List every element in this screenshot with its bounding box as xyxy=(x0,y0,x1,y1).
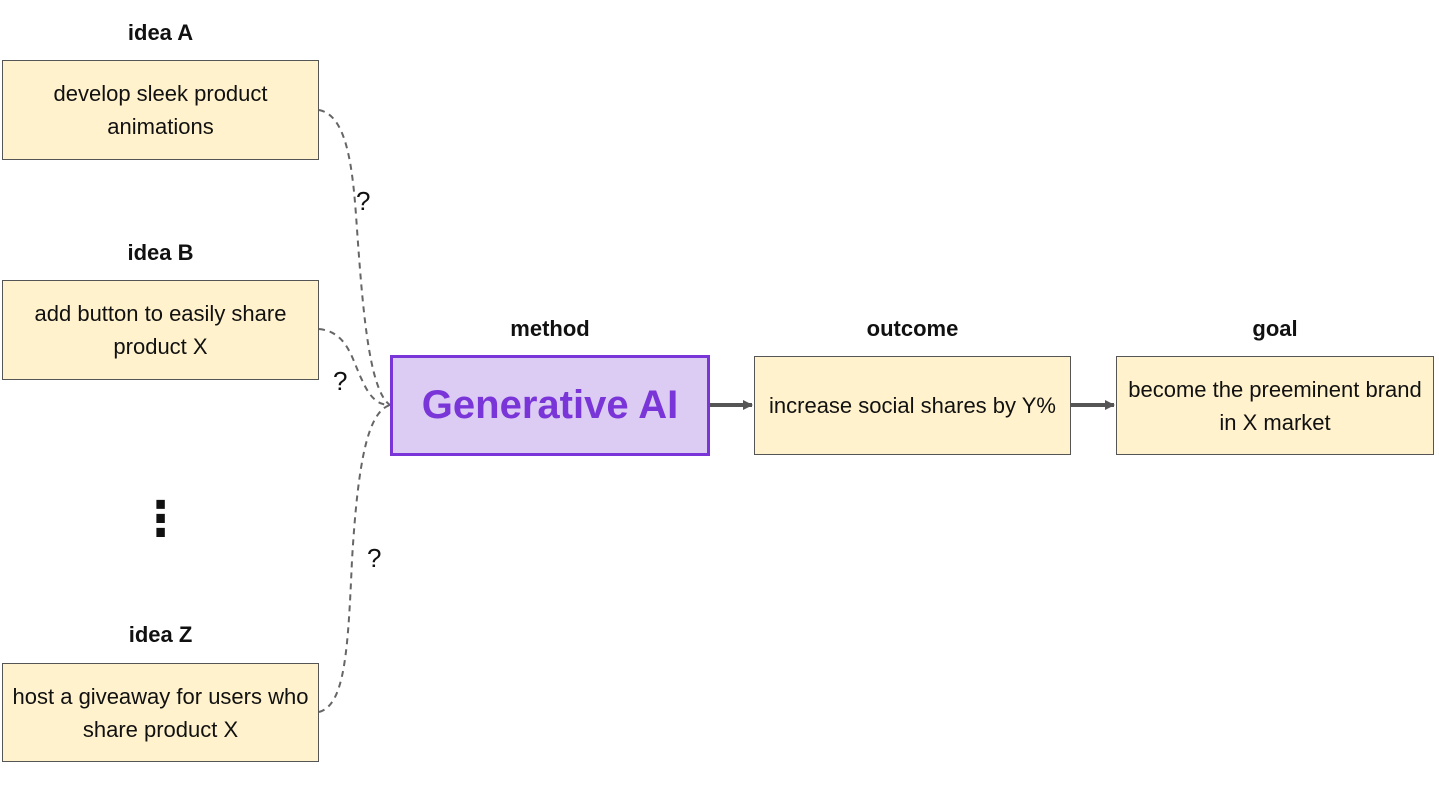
goal-label: goal xyxy=(1252,316,1298,341)
question-mark-z: ? xyxy=(367,543,382,573)
idea-b-label: idea B xyxy=(127,240,194,265)
idea-a-text: develop sleek product animations xyxy=(53,81,268,139)
idea-z-box: host a giveaway for users who share prod… xyxy=(2,663,319,762)
connector-idea-z xyxy=(318,404,391,713)
outcome-label: outcome xyxy=(866,316,959,341)
method-text: Generative AI xyxy=(421,383,679,427)
idea-b-text: add button to easily share product X xyxy=(34,301,287,359)
idea-b-box: add button to easily share product X xyxy=(2,280,319,380)
idea-a-box: develop sleek product animations xyxy=(2,60,319,160)
method-box: Generative AI xyxy=(390,355,710,456)
method-label: method xyxy=(510,316,590,341)
idea-a-label: idea A xyxy=(127,20,194,45)
question-mark-b: ? xyxy=(333,366,348,396)
goal-text: become the preeminent brand in X market xyxy=(1128,376,1422,435)
connector-idea-b xyxy=(318,328,391,406)
outcome-box: increase social shares by Y% xyxy=(754,356,1071,455)
idea-z-label: idea Z xyxy=(128,622,193,647)
question-mark-a: ? xyxy=(356,186,371,216)
vertical-ellipsis: ⋮ xyxy=(136,493,185,546)
idea-z-text: host a giveaway for users who share prod… xyxy=(12,683,309,742)
connector-idea-a xyxy=(318,109,391,406)
goal-box: become the preeminent brand in X market xyxy=(1116,356,1434,455)
outcome-text: increase social shares by Y% xyxy=(769,393,1056,418)
